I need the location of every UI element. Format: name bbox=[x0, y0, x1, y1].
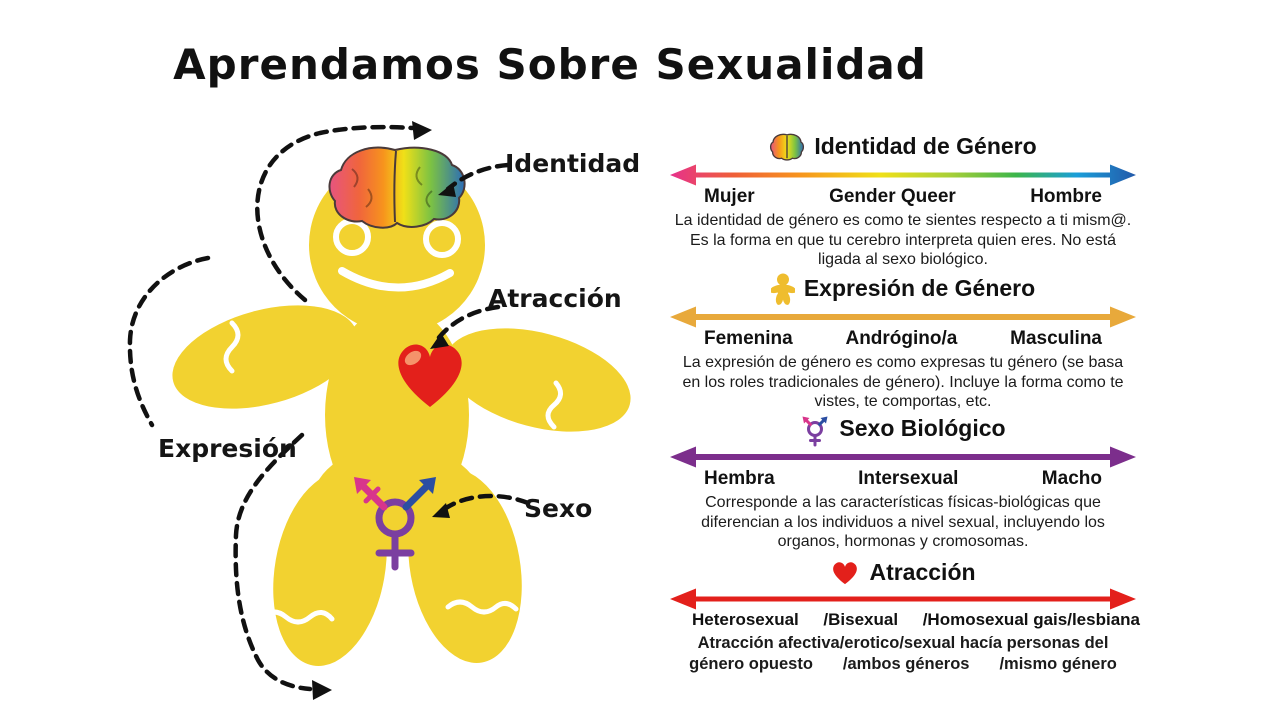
expression-arm-path bbox=[127, 255, 211, 428]
scale-label-center: /Bisexual bbox=[823, 610, 899, 629]
transgender-icon bbox=[354, 477, 436, 571]
smile bbox=[338, 267, 454, 292]
identity-label: Identidad bbox=[505, 149, 641, 178]
section-description: Corresponde a las características física… bbox=[665, 493, 1141, 552]
desc-segment: /ambos géneros bbox=[842, 655, 970, 673]
scale-label-center: Gender Queer bbox=[829, 186, 956, 207]
desc-line: organos, hormonas y cromosomas. bbox=[777, 533, 1029, 550]
sex-label: Sexo bbox=[524, 494, 593, 523]
scale-label-center: Intersexual bbox=[858, 468, 959, 489]
scale-label-left: Mujer bbox=[704, 186, 755, 207]
scale-label-right: Masculina bbox=[1010, 328, 1102, 349]
sex-pointer-path bbox=[439, 493, 531, 514]
desc-line: diferencian a los individuos a nivel sex… bbox=[701, 513, 1105, 531]
desc-line-segments: género opuesto /ambos géneros /mismo gén… bbox=[665, 654, 1141, 675]
brain-icon bbox=[328, 146, 466, 229]
desc-line: en los roles tradicionales de género). I… bbox=[682, 373, 1124, 391]
desc-segment: /mismo género bbox=[999, 655, 1117, 673]
section-header: Identidad de Género bbox=[769, 130, 1037, 163]
body-shape bbox=[172, 157, 631, 666]
section-title: Expresión de Género bbox=[803, 275, 1036, 301]
section-description: Atracción afectiva/erotico/sexual hacía … bbox=[665, 633, 1141, 675]
expression-body-path bbox=[233, 432, 313, 692]
section-title: Identidad de Género bbox=[814, 133, 1037, 159]
desc-line: La identidad de género es como te siente… bbox=[674, 212, 1132, 229]
section-attraction: Atracción Heterosexual /Bisexual /Homose… bbox=[664, 558, 1142, 675]
desc-line: Es la forma en que tu cerebro interpreta… bbox=[689, 231, 1116, 249]
scale-label-left: Hembra bbox=[704, 468, 775, 489]
spectrum-column: Identidad de Género Mujer G bbox=[664, 0, 1142, 720]
section-header: Sexo Biológico bbox=[800, 412, 1006, 446]
scale-labels: Hembra Intersexual Macho bbox=[664, 468, 1142, 490]
section-title: Atracción bbox=[869, 559, 976, 585]
identity-loop-path bbox=[255, 124, 415, 303]
section-gender-identity: Identidad de Género Mujer G bbox=[664, 130, 1142, 270]
scale-labels: Heterosexual /Bisexual /Homosexual gais/… bbox=[664, 610, 1142, 630]
dashed-annotation-paths bbox=[127, 124, 531, 692]
attraction-label: Atracción bbox=[488, 284, 622, 313]
desc-line: La expresión de género es como expresas … bbox=[682, 354, 1124, 371]
section-gender-expression: Expresión de Género Femenina Andrógino/a… bbox=[664, 272, 1142, 412]
section-description: La expresión de género es como expresas … bbox=[665, 353, 1141, 412]
highlight-squiggles bbox=[223, 320, 563, 625]
section-description: La identidad de género es como te siente… bbox=[665, 211, 1141, 270]
spectrum-arrow bbox=[670, 306, 1136, 328]
section-biological-sex: Sexo Biológico Hembra Intersexual Macho … bbox=[664, 412, 1142, 552]
scale-labels: Mujer Gender Queer Hombre bbox=[664, 186, 1142, 208]
transgender-icon bbox=[802, 416, 828, 446]
desc-segment: género opuesto bbox=[689, 655, 813, 673]
rainbow-spectrum-arrow bbox=[670, 164, 1136, 186]
heart-icon bbox=[398, 344, 462, 407]
scale-label-right: /Homosexual gais/lesbiana bbox=[922, 610, 1140, 629]
scale-label-right: Macho bbox=[1041, 468, 1102, 489]
scale-label-left: Heterosexual bbox=[692, 610, 799, 629]
spectrum-arrow bbox=[670, 446, 1136, 468]
desc-line: Atracción afectiva/erotico/sexual hacía … bbox=[697, 634, 1109, 652]
section-header: Expresión de Género bbox=[770, 272, 1036, 305]
gingerbread-figure bbox=[127, 121, 631, 700]
brain-icon bbox=[770, 133, 805, 161]
page-title: Aprendamos Sobre Sexualidad bbox=[173, 40, 927, 89]
desc-line: ligada al sexo biológico. bbox=[818, 251, 988, 268]
desc-line: Corresponde a las características física… bbox=[705, 494, 1101, 511]
section-header: Atracción bbox=[830, 558, 976, 587]
heart-icon bbox=[833, 562, 858, 585]
scale-label-left: Femenina bbox=[704, 328, 793, 349]
scale-label-center: Andrógino/a bbox=[845, 328, 958, 349]
desc-line: vistes, te comportas, etc. bbox=[814, 393, 992, 410]
person-icon bbox=[770, 273, 795, 305]
scale-label-right: Hombre bbox=[1030, 186, 1102, 207]
spectrum-arrow bbox=[670, 588, 1136, 610]
section-title: Sexo Biológico bbox=[839, 415, 1006, 441]
expression-label: Expresión bbox=[158, 434, 297, 463]
eye-right bbox=[423, 220, 461, 258]
scale-labels: Femenina Andrógino/a Masculina bbox=[664, 328, 1142, 350]
dashed-arrowheads bbox=[312, 121, 456, 700]
